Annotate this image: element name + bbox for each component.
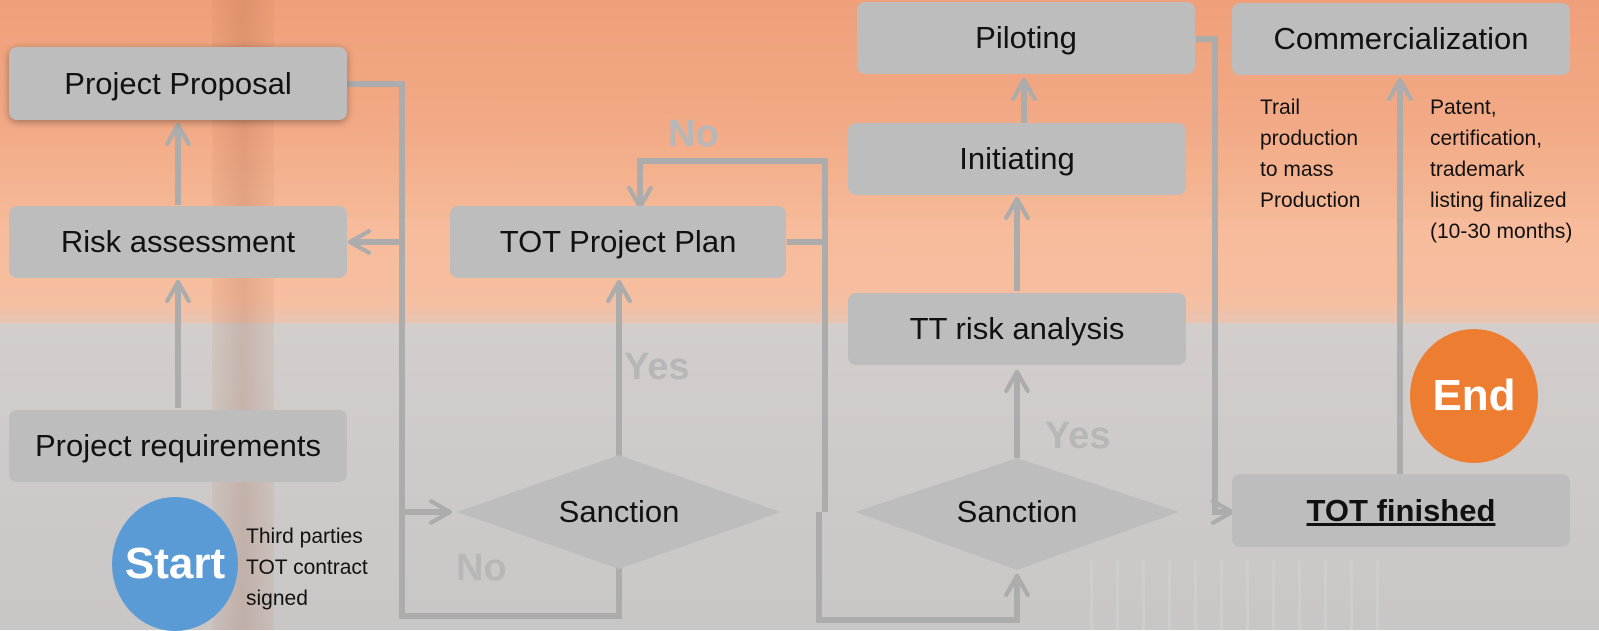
trail-note-line: Trail [1260,96,1301,119]
project-proposal-box: Project Proposal [9,47,347,120]
risk-assessment-box: Risk assessment [9,206,347,278]
start-note: Third parties TOT contract signed [246,521,368,614]
tot-project-plan-label: TOT Project Plan [499,224,737,259]
no-label-bottom: No [456,547,507,589]
sanction-1-label: Sanction [558,494,680,529]
no-label-top: No [668,113,719,155]
start-note-line: TOT contract [246,556,368,579]
tt-risk-analysis-box: TT risk analysis [848,293,1186,365]
project-proposal-label: Project Proposal [64,65,292,101]
end-label: End [1432,371,1516,420]
tot-project-plan-box: TOT Project Plan [450,206,786,278]
project-requirements-box: Project requirements [9,410,347,482]
initiating-label: Initiating [959,141,1075,176]
start-label: Start [124,539,226,588]
arrow-piloting-to-tot-finished [1196,36,1235,525]
start-note-line: signed [246,587,308,610]
yes-label-2: Yes [1045,415,1111,457]
initiating-box: Initiating [848,123,1186,195]
sanction-2-label: Sanction [956,494,1078,529]
patent-note-line: Patent, [1430,96,1497,119]
risk-assessment-label: Risk assessment [60,224,296,259]
patent-note: Patent, certification, trademark listing… [1430,92,1572,247]
trail-note-line: to mass [1260,158,1334,181]
patent-note-line: (10-30 months) [1430,220,1573,243]
start-circle: Start [112,497,238,631]
background-skyline [1090,560,1390,630]
trail-note-line: Production [1260,189,1361,212]
piloting-box: Piloting [857,2,1195,74]
arrow-no-loop-to-plan [627,158,828,512]
piloting-label: Piloting [975,20,1077,55]
yes-label-1: Yes [624,346,690,388]
patent-note-line: trademark [1430,158,1525,181]
project-requirements-label: Project requirements [34,428,321,463]
tot-finished-box: TOT finished [1232,474,1570,547]
tot-finished-label: TOT finished [1306,492,1496,528]
tt-risk-analysis-label: TT risk analysis [909,311,1125,346]
connector-proposal-down [346,81,622,619]
commercialization-box: Commercialization [1232,3,1570,75]
end-circle: End [1410,329,1538,463]
trail-production-note: Trail production to mass Production [1260,92,1360,216]
sanction-2-diamond [855,458,1179,570]
connector-bottom-loop [816,512,1030,623]
start-note-line: Third parties [246,525,363,548]
patent-note-line: listing finalized [1430,189,1567,212]
patent-note-line: certification, [1430,127,1543,150]
trail-note-line: production [1260,127,1359,150]
sanction-1-diamond [457,455,781,569]
commercialization-label: Commercialization [1273,21,1529,56]
